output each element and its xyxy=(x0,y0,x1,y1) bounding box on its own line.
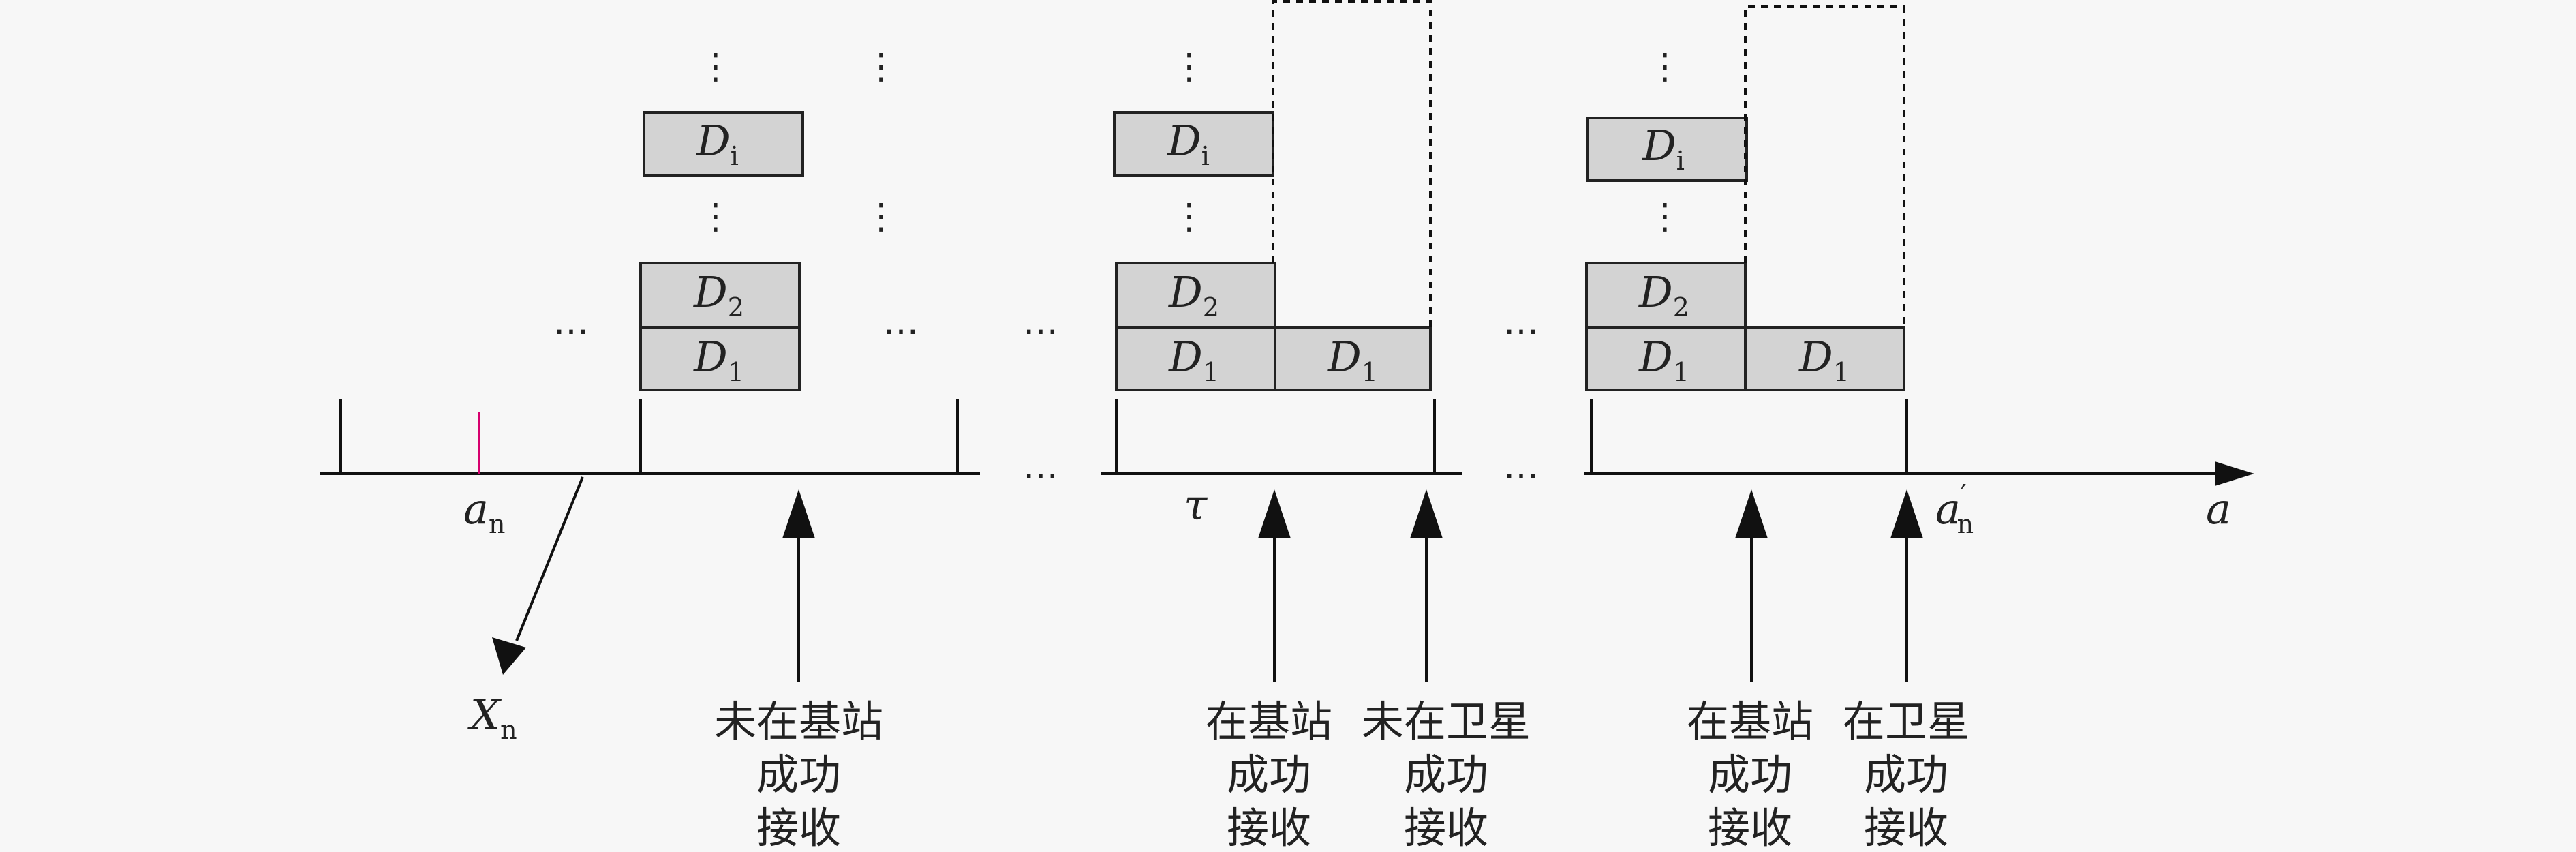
box-Di: Di xyxy=(1586,117,1748,182)
time-axis xyxy=(320,461,2254,486)
hdots: … xyxy=(1503,446,1539,487)
hdots: … xyxy=(553,302,589,343)
box-D1: D1 xyxy=(1115,326,1276,391)
hdots: … xyxy=(1023,446,1058,487)
stack-group-3: D1 D1 D2 Di ⋮ ⋮ xyxy=(1585,5,1905,391)
svg-text:接收: 接收 xyxy=(1708,803,1792,852)
up-arrow-head xyxy=(1890,489,1923,538)
box-D2: D2 xyxy=(1585,262,1747,329)
annotation-bs: 在基站 成功 接收 xyxy=(1206,697,1332,852)
svg-text:接收: 接收 xyxy=(1227,803,1311,852)
box-Di: Di xyxy=(643,111,804,177)
svg-text:D1: D1 xyxy=(1638,332,1689,387)
box-Di: Di xyxy=(1113,111,1274,177)
vdots: ⋮ xyxy=(1171,196,1207,237)
box-D1-shifted: D1 xyxy=(1744,326,1905,391)
dashed-frame xyxy=(1272,0,1432,327)
annotation-bs-2: 在基站 成功 接收 xyxy=(1687,697,1813,852)
vdots: ⋮ xyxy=(1647,46,1683,87)
box-D2: D2 xyxy=(1115,262,1276,329)
svg-text:成功: 成功 xyxy=(1708,750,1792,800)
label-an: an xyxy=(463,484,505,539)
svg-text:D1: D1 xyxy=(1798,332,1850,387)
svg-text:D1: D1 xyxy=(1168,332,1219,387)
hdots: … xyxy=(1023,302,1058,343)
svg-text:接收: 接收 xyxy=(1864,803,1948,852)
box-D1-shifted: D1 xyxy=(1274,326,1432,391)
svg-text:在基站: 在基站 xyxy=(1687,697,1813,746)
svg-text:D2: D2 xyxy=(1168,267,1219,322)
box-D2: D2 xyxy=(639,262,801,329)
label-a: a xyxy=(2206,484,2231,534)
annotation-sat: 在卫星 成功 接收 xyxy=(1843,697,1969,852)
axis-arrowhead xyxy=(2215,461,2254,486)
svg-text:成功: 成功 xyxy=(1864,750,1948,800)
svg-text:D1: D1 xyxy=(693,332,744,387)
svg-text:成功: 成功 xyxy=(756,750,841,800)
svg-text:D1: D1 xyxy=(1327,332,1378,387)
svg-text:D2: D2 xyxy=(1638,267,1689,322)
up-arrow-head xyxy=(1735,489,1768,538)
svg-text:Di: Di xyxy=(1642,121,1685,176)
dashed-frame xyxy=(1744,5,1905,327)
svg-text:D2: D2 xyxy=(693,267,744,322)
stack-group-2: D1 D1 D2 Di ⋮ ⋮ xyxy=(1113,0,1432,391)
svg-text:接收: 接收 xyxy=(756,803,841,852)
vdots: ⋮ xyxy=(1647,196,1683,237)
svg-text:未在基站: 未在基站 xyxy=(714,697,883,746)
svg-text:在基站: 在基站 xyxy=(1206,697,1332,746)
box-D1: D1 xyxy=(639,326,801,391)
annotation-not-bs: 未在基站 成功 接收 xyxy=(714,697,883,852)
svg-text:在卫星: 在卫星 xyxy=(1843,697,1969,746)
vdots: ⋮ xyxy=(698,46,733,87)
box-D1: D1 xyxy=(1585,326,1747,391)
hdots: … xyxy=(1503,302,1539,343)
hdots: … xyxy=(883,302,919,343)
ellipses: … … … … … … xyxy=(553,302,1539,487)
vdots: ⋮ xyxy=(863,46,899,87)
label-an-prime: a′n xyxy=(1935,479,1974,539)
svg-text:未在卫星: 未在卫星 xyxy=(1362,697,1531,746)
svg-text:Di: Di xyxy=(696,116,739,171)
up-arrow-head xyxy=(782,489,815,538)
stack-group-1: D1 D2 Di ⋮ ⋮ ⋮ ⋮ xyxy=(639,46,899,391)
svg-text:接收: 接收 xyxy=(1404,803,1488,852)
vdots: ⋮ xyxy=(1171,46,1207,87)
up-arrow-head xyxy=(1410,489,1443,538)
vdots: ⋮ xyxy=(698,196,733,237)
annotation-not-sat: 未在卫星 成功 接收 xyxy=(1362,697,1531,852)
loss-arrow xyxy=(492,476,584,675)
vdots: ⋮ xyxy=(863,196,899,237)
up-arrow-head xyxy=(1258,489,1291,538)
axis-ticks xyxy=(339,399,1908,474)
svg-text:Di: Di xyxy=(1167,116,1210,171)
event-arrows xyxy=(782,489,1923,682)
svg-text:成功: 成功 xyxy=(1227,750,1311,800)
label-Xn: Xn xyxy=(467,690,517,745)
svg-text:成功: 成功 xyxy=(1404,750,1488,800)
label-tau: τ xyxy=(1184,480,1208,530)
